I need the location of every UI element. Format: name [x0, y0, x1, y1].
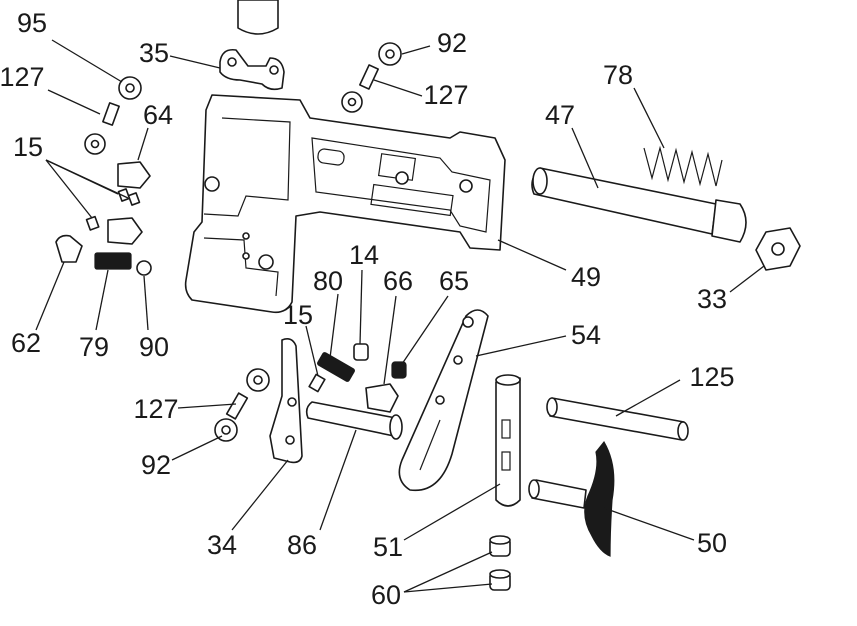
part-50-trigger	[528, 440, 615, 557]
callout-86: 86	[287, 530, 317, 560]
part-92-washer-bottom	[214, 418, 238, 442]
part-62-plunger	[55, 234, 83, 263]
callout-95: 95	[17, 8, 47, 38]
part-block-lower	[107, 217, 143, 245]
callout-33: 33	[697, 284, 727, 314]
part-15-pin-mid	[308, 373, 326, 393]
part-top-cylinder	[237, 0, 279, 35]
callout-125: 125	[689, 362, 734, 392]
part-14-pin	[353, 343, 369, 361]
callout-127-top: 127	[423, 80, 468, 110]
part-78-spring	[643, 145, 723, 187]
callout-66: 66	[383, 266, 413, 296]
part-80-spring	[317, 352, 355, 382]
part-33-nut	[755, 227, 801, 271]
callout-49: 49	[571, 262, 601, 292]
part-95-washer	[118, 76, 142, 100]
callout-35: 35	[139, 38, 169, 68]
part-127-pin-top-left	[102, 102, 120, 126]
part-66-block	[365, 383, 399, 413]
part-125-rod	[546, 397, 689, 441]
part-64-block	[117, 161, 151, 189]
part-54-lever	[398, 309, 489, 492]
part-92-washer-top	[378, 42, 402, 66]
callout-92-bottom: 92	[141, 450, 171, 480]
leader-lines	[35, 39, 765, 593]
part-35-bracket	[219, 48, 285, 91]
callout-65: 65	[439, 266, 469, 296]
part-127-pin-top	[341, 64, 379, 113]
part-90-ball	[136, 260, 152, 276]
callout-90: 90	[139, 332, 169, 362]
part-49-receiver	[184, 94, 506, 314]
callout-80: 80	[313, 266, 343, 296]
callout-47: 47	[545, 100, 575, 130]
part-washer-small	[84, 133, 106, 155]
part-65-pin	[391, 361, 407, 379]
part-127-pin-bottom	[225, 368, 270, 420]
part-34-plate	[269, 338, 303, 464]
callout-64: 64	[143, 100, 173, 130]
callout-54: 54	[571, 320, 601, 350]
callout-78: 78	[603, 60, 633, 90]
callout-62: 62	[11, 328, 41, 358]
callout-127-top-left: 127	[0, 62, 45, 92]
part-79-spring	[94, 252, 132, 270]
callout-14: 14	[349, 240, 379, 270]
callout-34: 34	[207, 530, 237, 560]
part-47-rod	[531, 167, 747, 243]
part-51-tube	[495, 374, 521, 507]
callout-51: 51	[373, 532, 403, 562]
callout-15-left: 15	[13, 132, 43, 162]
part-60-bushings	[489, 535, 511, 591]
callout-15-mid: 15	[283, 300, 313, 330]
part-86-pin	[305, 401, 403, 440]
callout-79: 79	[79, 332, 109, 362]
callout-50: 50	[697, 528, 727, 558]
callout-92-top: 92	[437, 28, 467, 58]
callout-127-bottom: 127	[133, 394, 178, 424]
callout-60: 60	[371, 580, 401, 610]
